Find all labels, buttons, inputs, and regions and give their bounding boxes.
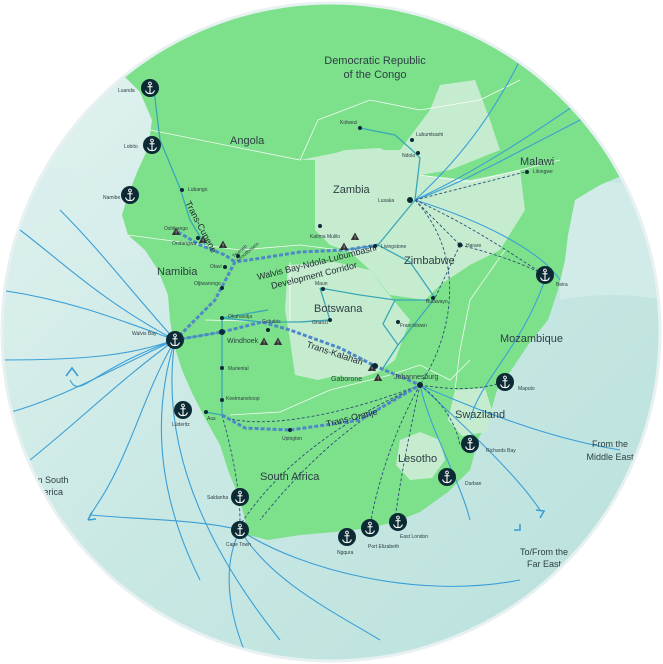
label-ngqura: Ngqura — [337, 550, 354, 556]
label-drc-line1: Democratic Republic — [324, 55, 426, 67]
label-lubumbashi: Lubumbashi — [416, 132, 443, 138]
inland-routes — [219, 171, 546, 526]
label-ndola: Ndola — [402, 153, 415, 159]
label-middle-east-line1: From the — [592, 439, 628, 449]
port-ngqura-icon — [337, 527, 357, 547]
trans-cunene-corridor — [177, 230, 236, 264]
country-labels: Democratic Republic of the Congo Angola … — [157, 55, 563, 483]
shipping-arrows — [65, 366, 546, 531]
label-bulawayo: Bulawayo — [426, 299, 448, 305]
label-kolwezi: Kolwezi — [340, 120, 357, 126]
label-angola: Angola — [230, 135, 265, 147]
label-ondangwa: Ondangwa — [172, 241, 196, 247]
zambia-zimbabwe-highlight — [315, 148, 525, 300]
port-luanda-icon — [140, 78, 160, 98]
label-livingstone: Livingstone — [381, 244, 407, 250]
label-okahandja: Okahandja — [228, 314, 252, 320]
label-mariental: Mariental — [228, 366, 249, 372]
label-mozambique: Mozambique — [500, 333, 563, 345]
label-zimbabwe: Zimbabwe — [404, 255, 455, 267]
label-windhoek: Windhoek — [227, 338, 259, 345]
label-drc-line2: of the Congo — [344, 69, 407, 81]
label-lusaka: Lusaka — [378, 198, 394, 204]
port-labels: Luanda Lobito Namibe Walvis Bay Lüderitz… — [103, 88, 568, 556]
label-gobabis: Gobabis — [262, 319, 281, 325]
label-gaborone: Gaborone — [331, 376, 362, 383]
port-cape-town-icon — [230, 520, 250, 540]
label-namibe: Namibe — [103, 195, 120, 201]
label-maun: Maun — [315, 281, 328, 287]
label-middle-east-line2: Middle East — [586, 452, 634, 462]
label-luanda: Luanda — [118, 88, 135, 94]
label-lesotho: Lesotho — [398, 453, 437, 465]
port-namibe-icon — [120, 185, 140, 205]
port-east-london-icon — [388, 512, 408, 532]
city-labels: Kolwezi Lubumbashi Ndola Lilongwe Lusaka… — [164, 120, 553, 442]
label-lobito: Lobito — [124, 144, 138, 150]
port-port-elizabeth-icon — [360, 518, 380, 538]
label-far-east-line1: To/From the — [520, 547, 568, 557]
label-swaziland: Swaziland — [455, 409, 505, 421]
label-ghanzi: Ghanzi — [312, 320, 328, 326]
label-malawi: Malawi — [520, 156, 554, 168]
label-otavi: Otavi — [210, 264, 222, 270]
label-saldanha: Saldanha — [207, 495, 228, 501]
label-durban: Durban — [465, 481, 482, 487]
label-south-africa: South Africa — [260, 471, 320, 483]
label-lilongwe: Lilongwe — [533, 169, 553, 175]
label-upington: Upington — [282, 436, 302, 442]
label-port-elizabeth: Port Elizabeth — [368, 544, 399, 550]
port-maputo-icon — [495, 372, 515, 392]
label-johannesburg: Johannesburg — [394, 374, 438, 381]
label-katima-mulilo: Katima Mulilo — [310, 234, 340, 240]
port-saldanha-icon — [230, 487, 250, 507]
label-zambia: Zambia — [333, 184, 371, 196]
label-namibia: Namibia — [157, 266, 198, 278]
port-luderitz-icon — [173, 400, 193, 420]
label-aus: Aus — [207, 416, 216, 422]
label-keetmanshoop: Keetmanshoop — [226, 396, 260, 402]
label-otjiwarongo: Otjiwarongo — [194, 281, 221, 287]
shipping-routes — [2, 59, 641, 661]
lesotho-highlight — [396, 432, 445, 480]
label-lubango: Lubango — [188, 187, 208, 193]
label-francistown: Francistown — [400, 323, 427, 329]
port-lobito-icon — [142, 135, 162, 155]
port-walvis-bay-icon — [165, 330, 185, 350]
label-cape-town: Cape Town — [226, 542, 251, 548]
label-east-london: East London — [400, 534, 428, 540]
label-south-america-line2: merica — [36, 487, 63, 497]
port-beira-icon — [535, 265, 555, 285]
label-luderitz: Lüderitz — [172, 422, 190, 428]
label-harare: Harare — [466, 243, 482, 249]
swaziland-highlight — [448, 388, 492, 436]
label-richards-bay: Richards Bay — [486, 448, 516, 454]
label-maputo: Maputo — [518, 386, 535, 392]
external-labels: em South merica From the Middle East To/… — [30, 439, 634, 569]
label-far-east-line2: Far East — [527, 559, 562, 569]
label-walvis-bay: Walvis Bay — [132, 331, 157, 337]
label-south-america-line1: em South — [30, 475, 69, 485]
city-dots — [180, 126, 529, 432]
botswana-highlight — [285, 262, 410, 380]
trans-kalahari-corridor — [221, 320, 421, 387]
trans-oranje-corridor — [221, 383, 421, 432]
label-oshikango: Oshikango — [164, 226, 188, 232]
port-richards-bay-icon — [460, 434, 480, 454]
label-botswana: Botswana — [314, 303, 363, 315]
port-durban-icon — [437, 467, 457, 487]
label-beira: Beira — [556, 282, 568, 288]
